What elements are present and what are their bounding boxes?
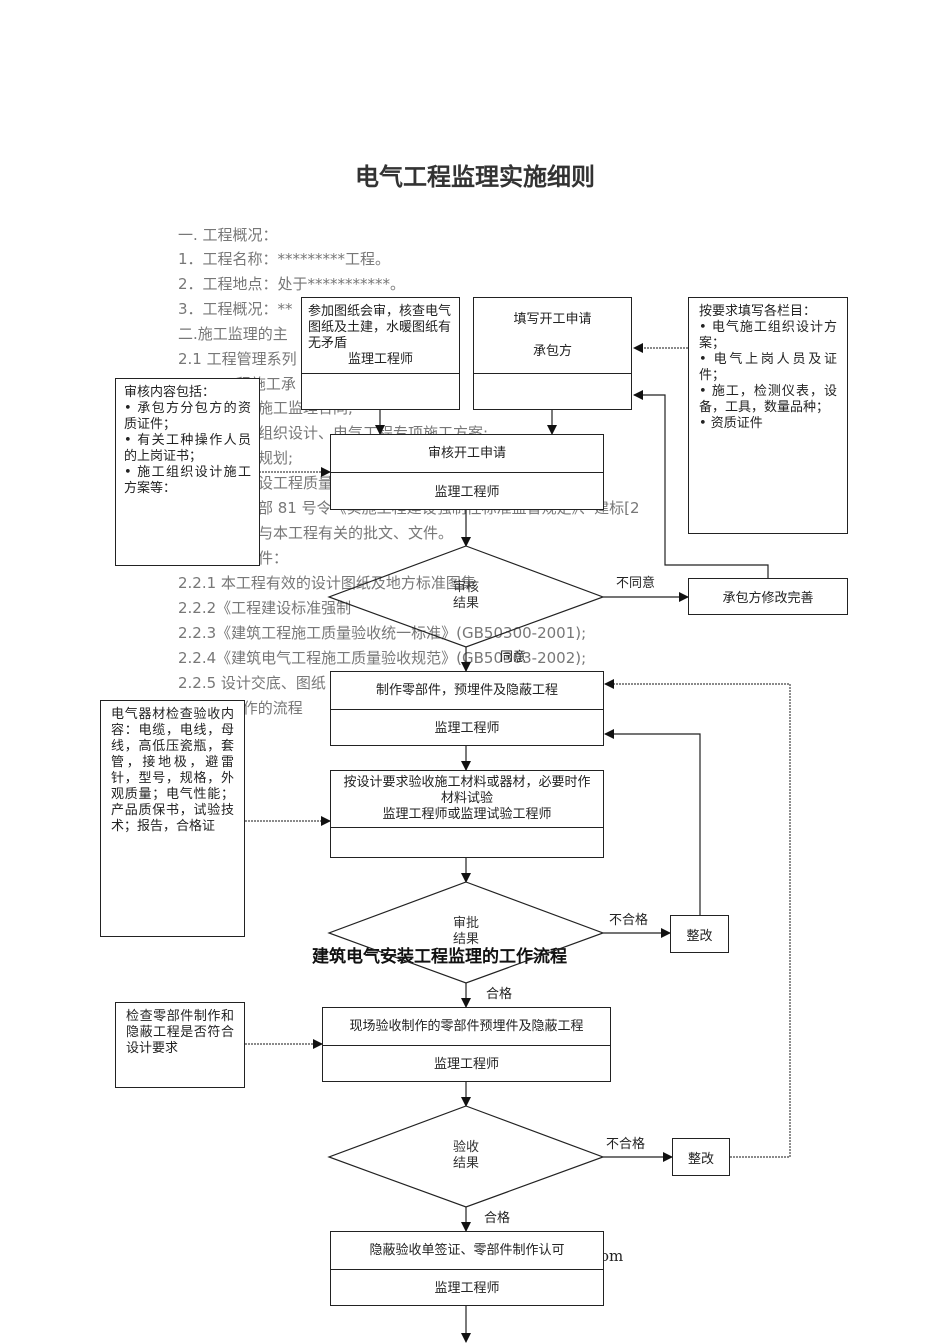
box-drawing-review: 参加图纸会审，核查电气图纸及土建，水暖图纸有无矛盾 监理工程师: [301, 297, 460, 410]
box-site-accept-text: 现场验收制作的零部件预埋件及隐蔽工程: [323, 1008, 610, 1046]
doc-line: 设工程质量: [258, 474, 334, 492]
box-make-parts-role: 监理工程师: [434, 721, 500, 736]
doc-line: 2.2.4《建筑电气工程施工质量验收规范》(GB50303-2002);: [178, 649, 587, 667]
box-rectify-2-text: 整改: [687, 1151, 714, 1167]
box-drawing-review-role: 监理工程师: [347, 351, 413, 367]
decision-accept-line2: 结果: [452, 1156, 479, 1171]
note-parts-check-text: 检查零部件制作和隐蔽工程是否符合设计要求: [126, 1009, 234, 1056]
dotted-rectify2-back: [604, 679, 791, 1158]
decision-accept-label: 验收 结果: [436, 1140, 496, 1172]
label-fail-2: 不合格: [606, 1137, 646, 1152]
box-site-accept-role: 监理工程师: [433, 1057, 499, 1072]
doc-line: 一. 工程概况：: [178, 226, 278, 244]
note-materials-text: 电气器材检查验收内容：电缆，电线，母线，高低压瓷瓶，套管，接地极，避雷针，型号，…: [111, 707, 234, 834]
box-drawing-review-text: 参加图纸会审，核查电气图纸及土建，水暖图纸有无矛盾: [308, 303, 452, 351]
decision-review-label: 审核 结果: [436, 580, 496, 612]
box-make-parts-text: 制作零部件，预埋件及隐蔽工程: [331, 672, 603, 710]
box-apply-text: 填写开工申请: [513, 311, 592, 327]
note-review-item: • 承包方分包方的资质证件；: [124, 401, 251, 432]
note-review-contents: 审核内容包括： • 承包方分包方的资质证件； • 有关工种操作人员的上岗证书； …: [115, 378, 260, 566]
decision-accept-line1: 验收: [452, 1140, 479, 1155]
note-materials: 电气器材检查验收内容：电缆，电线，母线，高低压瓷瓶，套管，接地极，避雷针，型号，…: [100, 700, 245, 937]
doc-line: 二.施工监理的主: [178, 325, 288, 343]
doc-line: 2．工程地点：处于***********。: [178, 275, 406, 293]
doc-line: 1．工程名称：*********工程。: [178, 250, 391, 268]
note-fill-item: • 施工，检测仪表，设备，工具，数量品种；: [699, 384, 837, 415]
note-fill-item: • 资质证件: [699, 416, 763, 431]
doc-line: 2.2.1 本工程有效的设计图纸及地方标准图集: [178, 574, 476, 592]
box-rectify-1-text: 整改: [686, 928, 713, 944]
decision-approve-line1: 审批: [452, 916, 479, 931]
decision-accept-diamond: [327, 1105, 605, 1208]
note-review-item: • 有关工种操作人员的上岗证书；: [124, 433, 251, 464]
decision-approve-line2: 结果: [452, 932, 479, 947]
box-material-check-role: 监理工程师或监理试验工程师: [382, 807, 552, 822]
box-rectify-2: 整改: [672, 1138, 730, 1176]
doc-line: 2.2.2《工程建设标准强制: [178, 599, 352, 617]
note-parts-check: 检查零部件制作和隐蔽工程是否符合设计要求: [115, 1002, 245, 1088]
label-pass-1: 合格: [486, 987, 513, 1002]
label-agree: 同意: [500, 650, 527, 665]
decision-review-line2: 结果: [452, 596, 479, 611]
note-review-heading: 审核内容包括：: [124, 385, 216, 400]
flowchart-subtitle: 建筑电气安装工程监理的工作流程: [312, 947, 567, 967]
doc-line: 2.2.5 设计交底、图纸: [178, 674, 326, 692]
label-pass-2: 合格: [484, 1211, 511, 1226]
arrow-fix-to-apply: [633, 390, 769, 578]
box-rectify-1: 整改: [670, 915, 729, 953]
decision-review-line1: 审核: [452, 580, 479, 595]
watermark-fragment: om: [600, 1247, 624, 1265]
label-fail-1: 不合格: [609, 913, 649, 928]
box-review-apply: 审核开工申请 监理工程师: [330, 434, 604, 510]
note-fill-items: 按要求填写各栏目： • 电气施工组织设计方案； • 电气上岗人员及证件； • 施…: [688, 297, 848, 534]
box-review-apply-text: 审核开工申请: [331, 435, 603, 473]
label-disagree: 不同意: [616, 576, 656, 591]
doc-line: 件：: [258, 549, 289, 567]
decision-review-diamond: [327, 545, 605, 648]
box-apply-role: 承包方: [532, 343, 572, 359]
box-make-parts: 制作零部件，预埋件及隐蔽工程 监理工程师: [330, 671, 604, 746]
box-contractor-fix-text: 承包方修改完善: [722, 591, 814, 606]
note-fill-heading: 按要求填写各栏目：: [699, 304, 817, 319]
note-fill-item: • 电气上岗人员及证件；: [699, 352, 837, 383]
doc-line: 2.2.3《建筑工程施工质量验收统一标准》(GB50300-2001);: [178, 624, 587, 642]
doc-line: 2.1 工程管理系列: [178, 350, 297, 368]
doc-line: 与本工程有关的批文、文件。: [258, 524, 454, 542]
box-review-apply-role: 监理工程师: [434, 484, 500, 500]
doc-line: 3．工程概况：**: [178, 300, 293, 318]
box-material-check-text: 按设计要求验收施工材料或器材，必要时作材料试验: [343, 775, 591, 806]
decision-approve-diamond: [327, 881, 605, 984]
box-sign-off: 隐蔽验收单签证、零部件制作认可 监理工程师: [330, 1231, 604, 1306]
box-sign-off-role: 监理工程师: [434, 1281, 500, 1296]
box-site-accept: 现场验收制作的零部件预埋件及隐蔽工程 监理工程师: [322, 1007, 611, 1082]
note-fill-item: • 电气施工组织设计方案；: [699, 320, 837, 351]
note-review-item: • 施工组织设计施工方案等：: [124, 465, 251, 496]
box-material-check: 按设计要求验收施工材料或器材，必要时作材料试验 监理工程师或监理试验工程师: [330, 770, 604, 858]
box-contractor-fix: 承包方修改完善: [688, 578, 848, 615]
arrow-rectify1-back: [604, 729, 701, 915]
box-sign-off-text: 隐蔽验收单签证、零部件制作认可: [331, 1232, 603, 1270]
box-apply: 填写开工申请 承包方: [473, 297, 632, 410]
doc-line: 规划;: [258, 449, 294, 467]
document-title: 电气工程监理实施细则: [355, 163, 595, 191]
decision-approve-label: 审批 结果: [436, 916, 496, 948]
